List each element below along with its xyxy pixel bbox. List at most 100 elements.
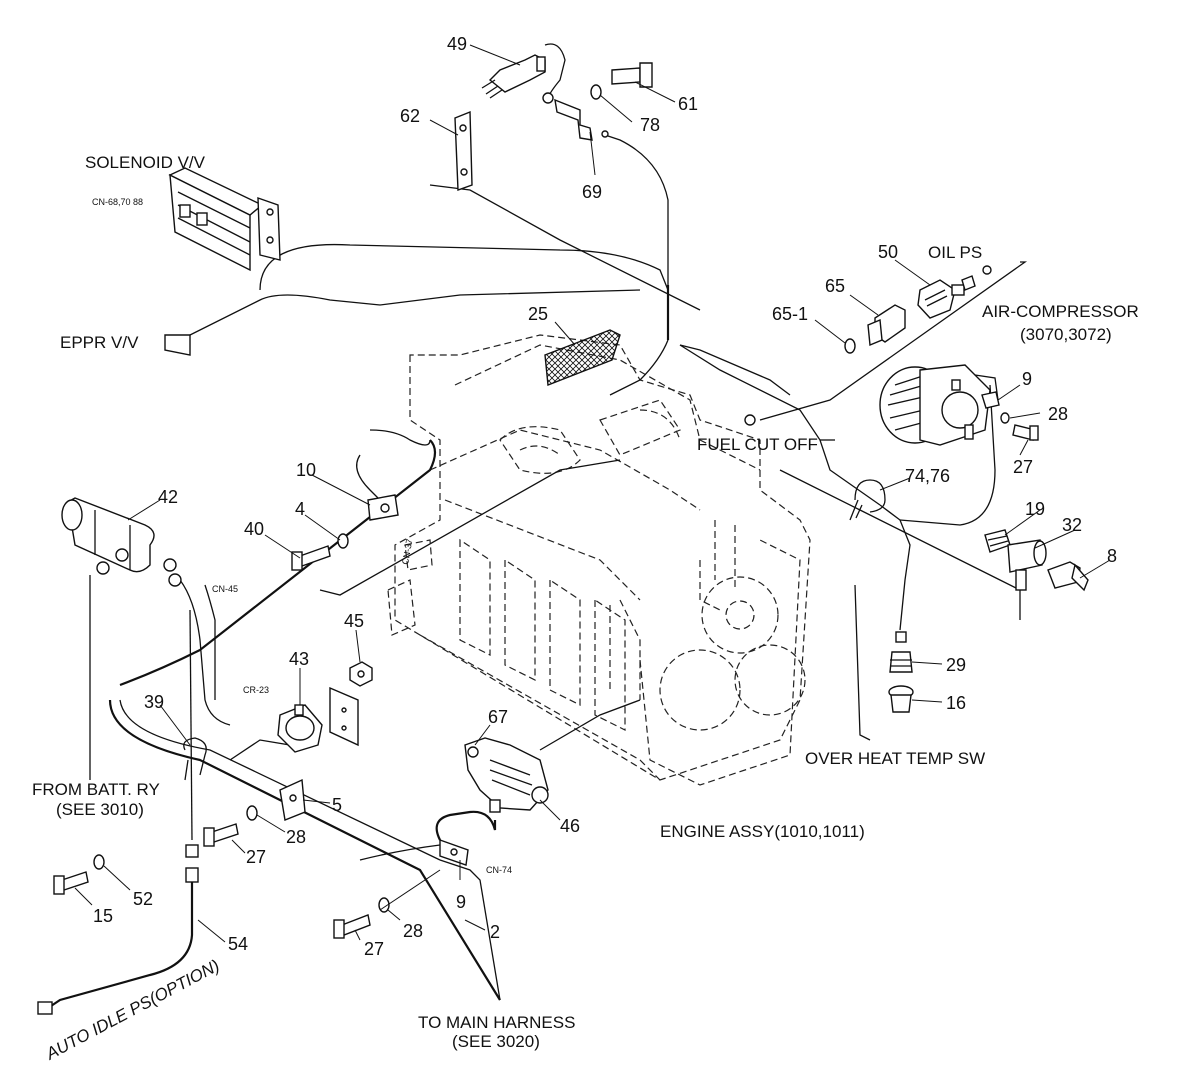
- label-air-compressor-ref: (3070,3072): [1020, 325, 1112, 344]
- tee-32[interactable]: [1007, 539, 1047, 591]
- callout-62: 62: [400, 106, 420, 126]
- washer-28-top[interactable]: [1000, 412, 1010, 424]
- washer-52[interactable]: [93, 854, 105, 870]
- callout-10: 10: [296, 460, 316, 480]
- harness-wires: [44, 43, 1028, 1011]
- text-labels: SOLENOID V/V CN-68,70 88 EPPR V/V OIL PS…: [32, 153, 1139, 1064]
- callout-52: 52: [133, 889, 153, 909]
- label-solenoid-cn: CN-68,70 88: [92, 197, 143, 207]
- bolt-40[interactable]: [291, 545, 331, 571]
- callout-61: 61: [678, 94, 698, 114]
- air-compressor[interactable]: [879, 364, 999, 446]
- callout-32: 32: [1062, 515, 1082, 535]
- bracket-69[interactable]: [554, 98, 609, 141]
- callout-27-mid: 27: [246, 847, 266, 867]
- sensor-49-connector: [542, 92, 554, 104]
- label-engine-assy: ENGINE ASSY(1010,1011): [660, 822, 865, 841]
- temp-sender-19[interactable]: [984, 529, 1011, 553]
- fitting-8[interactable]: [1047, 561, 1089, 592]
- callout-27-bottom: 27: [364, 939, 384, 959]
- label-cr23: CR-23: [243, 685, 269, 695]
- label-eppr: EPPR V/V: [60, 333, 139, 352]
- callout-43: 43: [289, 649, 309, 669]
- callout-29: 29: [946, 655, 966, 675]
- bracket-9-top[interactable]: [981, 391, 1000, 409]
- washer-28-mid[interactable]: [246, 805, 258, 821]
- eppr-connector[interactable]: [164, 334, 191, 356]
- solenoid-valve[interactable]: [168, 167, 281, 272]
- label-from-batt-ref: (SEE 3010): [56, 800, 144, 819]
- callout-42: 42: [158, 487, 178, 507]
- relay-42[interactable]: [61, 497, 182, 587]
- oil-ps-connector: [982, 265, 992, 275]
- callout-16: 16: [946, 693, 966, 713]
- label-cn-small: CN-37: [400, 538, 414, 565]
- label-cn74: CN-74: [486, 865, 512, 875]
- washer-78[interactable]: [590, 84, 602, 100]
- oil-pressure-switch-50[interactable]: [917, 275, 976, 319]
- callout-2: 2: [490, 922, 500, 942]
- bolt-27-bottom[interactable]: [333, 914, 371, 939]
- callout-65: 65: [825, 276, 845, 296]
- clip-39[interactable]: [183, 737, 207, 781]
- callout-69: 69: [582, 182, 602, 202]
- callout-40: 40: [244, 519, 264, 539]
- callout-27-top: 27: [1013, 457, 1033, 477]
- label-air-compressor: AIR-COMPRESSOR: [982, 302, 1139, 321]
- callout-54: 54: [228, 934, 248, 954]
- sensor-49[interactable]: [481, 54, 546, 99]
- bolt-61[interactable]: [611, 62, 653, 88]
- fuel-cut-off-connector: [744, 414, 756, 426]
- callout-28-top: 28: [1048, 404, 1068, 424]
- nut-45[interactable]: [349, 661, 373, 687]
- callout-49: 49: [447, 34, 467, 54]
- callout-8: 8: [1107, 546, 1117, 566]
- bolt-27-mid[interactable]: [203, 823, 239, 847]
- label-to-main-ref: (SEE 3020): [452, 1032, 540, 1051]
- label-over-heat: OVER HEAT TEMP SW: [805, 749, 985, 768]
- bracket-9-bottom[interactable]: [439, 839, 469, 866]
- callout-5: 5: [332, 795, 342, 815]
- relay-43[interactable]: [277, 704, 323, 753]
- washer-4[interactable]: [337, 533, 349, 549]
- label-fuel-cut-off: FUEL CUT OFF: [697, 435, 818, 454]
- engine-plate: [404, 539, 433, 571]
- engine-block: [387, 334, 811, 786]
- callout-19: 19: [1025, 499, 1045, 519]
- bracket-10[interactable]: [367, 494, 399, 521]
- callout-4: 4: [295, 499, 305, 519]
- alternator-46[interactable]: [464, 737, 549, 813]
- callout-39: 39: [144, 692, 164, 712]
- adapter-65[interactable]: [867, 304, 906, 347]
- callout-28-bottom: 28: [403, 921, 423, 941]
- callout-65-1: 65-1: [772, 304, 808, 324]
- plate-45: [329, 686, 359, 747]
- bolt-27-top[interactable]: [1012, 424, 1039, 441]
- oring-65-1[interactable]: [844, 338, 856, 354]
- callout-numbers: 49 61 78 62 69 50 65 65-1 25 9 28 27 74,…: [93, 34, 1117, 959]
- cable-54-connector-top: [185, 844, 199, 858]
- part-25[interactable]: [544, 329, 621, 386]
- switch-29[interactable]: [889, 631, 913, 673]
- clamp-74-76[interactable]: [849, 479, 886, 521]
- callout-50: 50: [878, 242, 898, 262]
- label-cn45: CN-45: [212, 584, 238, 594]
- label-solenoid: SOLENOID V/V: [85, 153, 206, 172]
- callout-78: 78: [640, 115, 660, 135]
- callout-46: 46: [560, 816, 580, 836]
- bracket-5[interactable]: [279, 778, 306, 821]
- bracket-62[interactable]: [454, 110, 473, 191]
- callout-15: 15: [93, 906, 113, 926]
- label-from-batt: FROM BATT. RY: [32, 780, 160, 799]
- adapter-16[interactable]: [888, 685, 914, 713]
- callout-9-bottom: 9: [456, 892, 466, 912]
- leader-lines: [74, 44, 1111, 943]
- label-to-main: TO MAIN HARNESS: [418, 1013, 575, 1032]
- callout-25: 25: [528, 304, 548, 324]
- callout-9-top: 9: [1022, 369, 1032, 389]
- auto-idle-switch[interactable]: [37, 1001, 53, 1015]
- bolt-15[interactable]: [53, 871, 89, 895]
- callout-45: 45: [344, 611, 364, 631]
